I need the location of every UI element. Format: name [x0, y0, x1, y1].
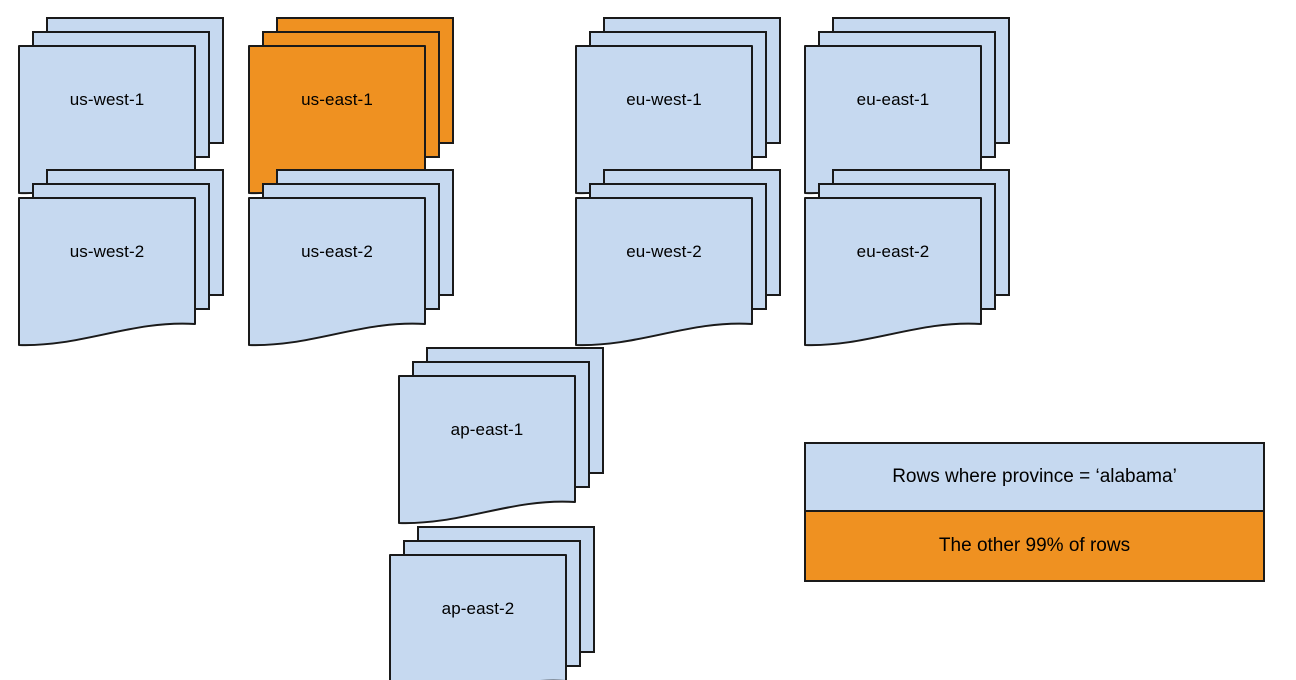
document-stack-icon: [398, 347, 604, 525]
document-stack-icon: [248, 169, 454, 347]
legend-label: Rows where province = ‘alabama’: [892, 466, 1177, 487]
legend-row-other-rows: The other 99% of rows: [806, 512, 1263, 580]
stack-sheet-front: [804, 197, 982, 347]
region-stack-us-west-2[interactable]: us-west-2: [18, 169, 224, 347]
stack-sheet-front: [398, 375, 576, 525]
region-stack-eu-east-2[interactable]: eu-east-2: [804, 169, 1010, 347]
legend: Rows where province = ‘alabama’ The othe…: [804, 442, 1265, 582]
stack-sheet-front: [248, 197, 426, 347]
document-stack-icon: [804, 17, 1010, 195]
document-stack-icon: [248, 17, 454, 195]
document-stack-icon: [18, 169, 224, 347]
document-stack-icon: [389, 526, 595, 680]
document-stack-icon: [804, 169, 1010, 347]
region-stack-eu-east-1[interactable]: eu-east-1: [804, 17, 1010, 195]
region-stack-us-west-1[interactable]: us-west-1: [18, 17, 224, 195]
region-stack-eu-west-1[interactable]: eu-west-1: [575, 17, 781, 195]
document-stack-icon: [18, 17, 224, 195]
legend-label: The other 99% of rows: [938, 535, 1131, 556]
region-stack-eu-west-2[interactable]: eu-west-2: [575, 169, 781, 347]
region-stack-ap-east-1[interactable]: ap-east-1: [398, 347, 604, 525]
document-stack-icon: [575, 169, 781, 347]
stack-sheet-front: [389, 554, 567, 680]
region-stack-us-east-1[interactable]: us-east-1: [248, 17, 454, 195]
region-stack-ap-east-2[interactable]: ap-east-2: [389, 526, 595, 680]
stack-sheet-front: [575, 197, 753, 347]
region-stack-us-east-2[interactable]: us-east-2: [248, 169, 454, 347]
document-stack-icon: [575, 17, 781, 195]
stack-sheet-front: [18, 197, 196, 347]
legend-row-rows-alabama: Rows where province = ‘alabama’: [806, 444, 1263, 512]
